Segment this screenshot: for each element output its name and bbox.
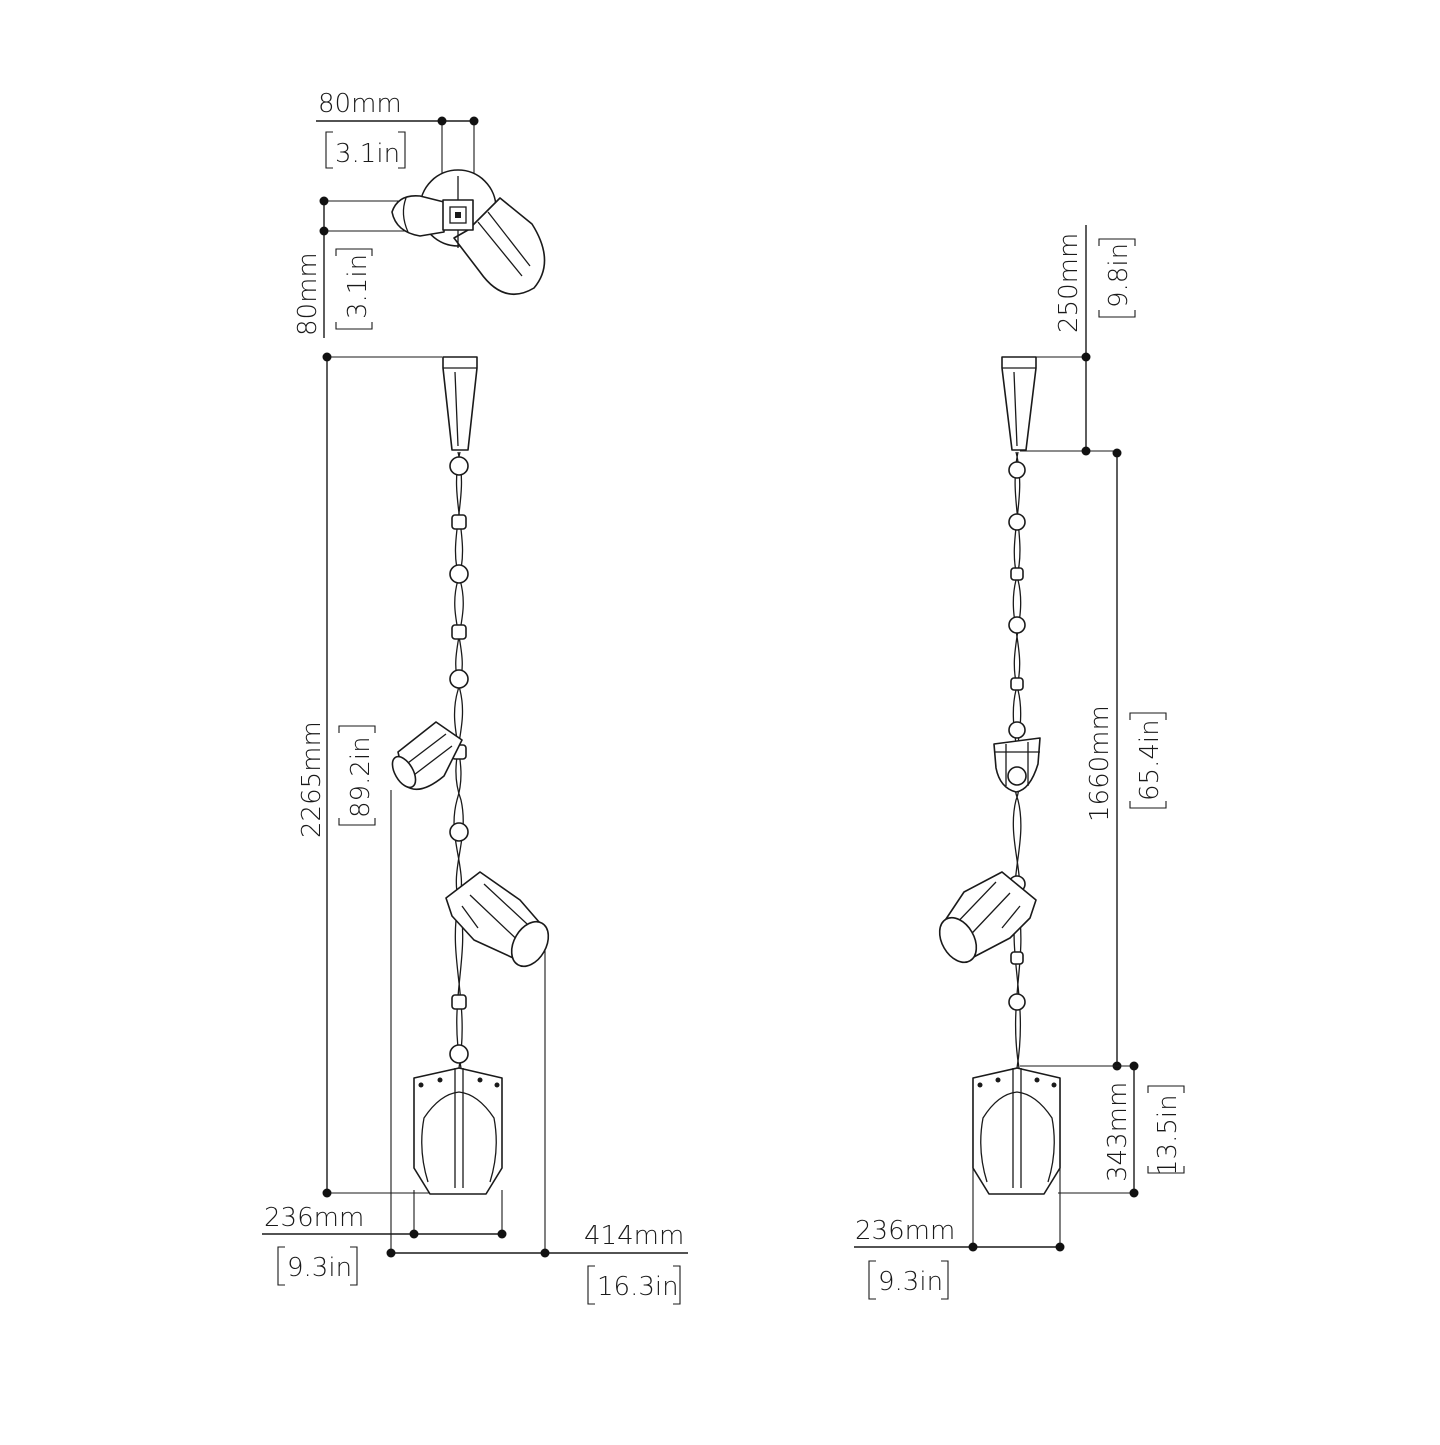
bracket xyxy=(277,1246,358,1286)
dimension-dot xyxy=(469,116,479,126)
dimension-dot xyxy=(1081,352,1091,362)
dimension-dot xyxy=(409,1229,419,1239)
dimension-dot xyxy=(1112,448,1122,458)
front-overall-width-in: 16.3in xyxy=(597,1272,679,1302)
front-drop-in: 89.2in xyxy=(346,736,376,818)
front-overall-width-mm: 414mm xyxy=(584,1221,684,1251)
bracket xyxy=(1098,238,1136,318)
bracket xyxy=(1147,1085,1185,1174)
dimension-dot xyxy=(1081,446,1091,456)
dimension-dot xyxy=(322,352,332,362)
top-depth-mm: 80mm xyxy=(293,252,323,336)
side-shade-width-mm: 236mm xyxy=(855,1216,955,1246)
dimension-dot xyxy=(319,196,329,206)
bracket xyxy=(868,1260,949,1300)
canopy xyxy=(442,356,478,451)
small-spotlight xyxy=(993,737,1041,793)
dimension-dot xyxy=(437,116,447,126)
dimension-dot xyxy=(540,1248,550,1258)
top-width-in: 3.1in xyxy=(335,139,400,169)
large-spotlight xyxy=(938,871,1037,964)
side-chain-mm: 1660mm xyxy=(1085,705,1115,822)
bracket xyxy=(1129,712,1167,809)
bracket xyxy=(587,1265,681,1305)
chain xyxy=(449,451,469,1069)
bracket xyxy=(335,248,373,330)
bracket xyxy=(325,131,406,169)
front-shade-width-in: 9.3in xyxy=(287,1253,352,1283)
small-spotlight xyxy=(391,721,463,791)
side-view: 250mm 9.8in 1660mm 65.4in 343mm 13.5in 2… xyxy=(854,225,1185,1300)
top-width-mm: 80mm xyxy=(318,89,402,119)
bracket xyxy=(338,725,376,826)
side-chain-in: 65.4in xyxy=(1135,719,1165,801)
fixture-top-view xyxy=(391,169,546,296)
large-spotlight xyxy=(445,871,550,968)
side-shade-width-in: 9.3in xyxy=(878,1267,943,1297)
side-canopy-mm: 250mm xyxy=(1054,233,1084,333)
pendant-shade xyxy=(972,1067,1061,1195)
pendant-shade xyxy=(413,1067,503,1195)
dimension-dot xyxy=(386,1248,396,1258)
side-shade-height-mm: 343mm xyxy=(1103,1082,1133,1182)
front-view: 2265mm 89.2in 236mm 9.3in 414mm 16.3in xyxy=(262,352,688,1305)
dimension-dot xyxy=(319,226,329,236)
dimension-dot xyxy=(497,1229,507,1239)
front-shade-width-mm: 236mm xyxy=(264,1203,364,1233)
dimension-dot xyxy=(1129,1061,1139,1071)
top-view: 80mm 3.1in 80mm 3.1in xyxy=(293,89,546,338)
dimension-dot xyxy=(968,1242,978,1252)
canopy xyxy=(1001,356,1037,451)
dimension-dot xyxy=(1055,1242,1065,1252)
top-depth-in: 3.1in xyxy=(343,254,373,319)
front-drop-mm: 2265mm xyxy=(297,721,327,838)
dimension-dot xyxy=(1129,1188,1139,1198)
side-shade-height-in: 13.5in xyxy=(1153,1094,1183,1176)
dimension-dot xyxy=(322,1188,332,1198)
side-canopy-in: 9.8in xyxy=(1104,243,1134,308)
